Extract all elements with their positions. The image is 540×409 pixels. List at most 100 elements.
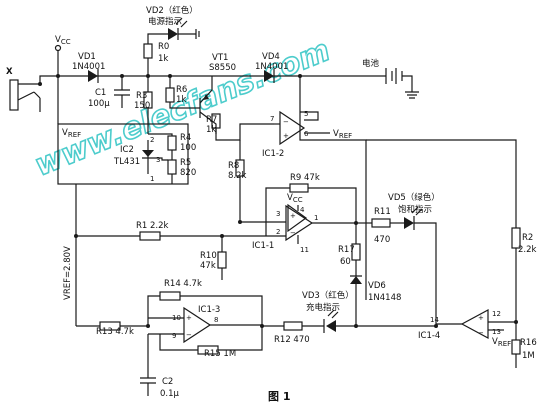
svg-text:VD2（红色）: VD2（红色）: [146, 5, 198, 16]
svg-text:+: +: [290, 212, 296, 220]
svg-text:VD4: VD4: [262, 52, 280, 62]
svg-text:9: 9: [172, 332, 176, 340]
svg-text:1k: 1k: [206, 125, 216, 135]
svg-text:电池: 电池: [362, 58, 380, 69]
svg-text:R5: R5: [180, 158, 191, 168]
svg-text:VD3（红色）: VD3（红色）: [302, 290, 354, 301]
svg-text:7: 7: [270, 115, 274, 123]
svg-text:VCC: VCC: [287, 193, 303, 204]
svg-text:VD1: VD1: [78, 52, 96, 62]
svg-text:8.2k: 8.2k: [228, 171, 247, 181]
r9-resistor: R9 47k: [265, 173, 358, 236]
vd2-power-led: VD2（红色） 电源指示 R0 1k: [143, 5, 200, 76]
ic1-4-opamp: + − 14 12 13 IC1-4 VREF: [418, 308, 516, 348]
c1-capacitor: C1 100μ: [88, 74, 130, 109]
vd5-saturation-led: VD5（绿色） 饱和指示 R11 470: [356, 192, 440, 318]
svg-text:R0: R0: [158, 42, 169, 52]
svg-text:R10: R10: [200, 251, 217, 261]
svg-text:12: 12: [492, 310, 501, 318]
vt1-transistor: R6 1k VT1 S8550: [165, 53, 236, 134]
svg-text:R11: R11: [374, 207, 391, 217]
vcc-top: VCC: [54, 35, 71, 78]
svg-text:R14 4.7k: R14 4.7k: [164, 279, 202, 289]
svg-text:1N4001: 1N4001: [255, 62, 288, 72]
svg-text:R3: R3: [136, 91, 147, 101]
svg-text:VCC: VCC: [55, 35, 71, 46]
svg-text:1M: 1M: [522, 351, 535, 361]
svg-text:4: 4: [300, 206, 305, 214]
connector-label: X: [6, 67, 13, 77]
svg-text:100μ: 100μ: [88, 99, 110, 109]
svg-text:2: 2: [150, 136, 154, 144]
svg-text:−: −: [290, 229, 296, 237]
svg-text:R4: R4: [180, 133, 191, 143]
svg-text:1: 1: [150, 175, 154, 183]
svg-text:VT1: VT1: [212, 53, 228, 63]
svg-text:3: 3: [276, 210, 280, 218]
r7-resistor: R7 1k: [206, 113, 221, 135]
svg-text:5: 5: [304, 110, 308, 118]
svg-text:VREF: VREF: [62, 128, 81, 139]
vd1-diode: VD1 1N4001: [72, 52, 110, 83]
vref-rail: VREF=2.80V: [63, 236, 77, 326]
vd3-charge-led: VD3（红色） 充电指示 R12 470: [262, 290, 438, 345]
svg-text:R8: R8: [228, 161, 239, 171]
svg-text:47k: 47k: [200, 261, 216, 271]
svg-text:R12 470: R12 470: [274, 335, 310, 345]
svg-text:IC1-4: IC1-4: [418, 331, 440, 341]
svg-text:14: 14: [430, 316, 439, 324]
svg-text:+: +: [186, 314, 192, 322]
svg-text:IC1-3: IC1-3: [198, 305, 220, 315]
svg-text:+: +: [478, 314, 484, 322]
svg-text:−: −: [283, 118, 289, 126]
svg-text:11: 11: [300, 246, 309, 254]
svg-text:C1: C1: [95, 88, 106, 98]
svg-text:2.2k: 2.2k: [518, 245, 537, 255]
svg-text:1: 1: [314, 214, 318, 222]
svg-text:R9 47k: R9 47k: [290, 173, 320, 183]
svg-text:IC1-2: IC1-2: [262, 149, 284, 159]
svg-text:R15 1M: R15 1M: [204, 349, 236, 359]
svg-text:R13 4.7k: R13 4.7k: [96, 327, 134, 337]
svg-text:8: 8: [214, 316, 218, 324]
svg-text:1k: 1k: [158, 54, 168, 64]
svg-text:3: 3: [156, 156, 160, 164]
svg-text:电源指示: 电源指示: [148, 16, 182, 27]
svg-text:100: 100: [180, 143, 196, 153]
r10-resistor: R10 47k: [200, 236, 227, 280]
svg-text:VREF: VREF: [492, 337, 511, 348]
svg-text:2: 2: [276, 228, 280, 236]
vd4-diode: VD4 1N4001: [255, 52, 300, 83]
svg-text:C2: C2: [162, 377, 173, 387]
svg-text:820: 820: [180, 168, 196, 178]
c2-capacitor: C2 0.1μ: [140, 334, 180, 399]
svg-text:VD6: VD6: [368, 281, 386, 291]
svg-text:IC2: IC2: [120, 145, 134, 155]
r8-resistor: R8 8.2k: [228, 140, 247, 224]
svg-text:+: +: [283, 132, 289, 140]
svg-text:60: 60: [340, 257, 351, 267]
ic1-3-opamp: R13 4.7k R14 4.7k IC1-3 + − 10 9 8 R15 1…: [76, 279, 264, 359]
input-connector: X: [6, 67, 42, 112]
svg-text:1N4148: 1N4148: [368, 293, 401, 303]
svg-text:150: 150: [134, 101, 150, 111]
r2-resistor: R2 2.2k: [366, 139, 537, 324]
svg-text:R6: R6: [176, 85, 187, 95]
svg-text:充电指示: 充电指示: [306, 302, 340, 313]
svg-text:S8550: S8550: [209, 63, 236, 73]
vd6-diode: R17 60 VD6 1N4148: [338, 223, 401, 328]
svg-text:VD5（绿色）: VD5（绿色）: [388, 192, 440, 203]
svg-text:R1 2.2k: R1 2.2k: [136, 221, 169, 231]
r16-resistor: R16 1M: [511, 322, 537, 368]
svg-text:TL431: TL431: [113, 157, 140, 167]
figure-caption: 图 1: [268, 390, 290, 403]
svg-text:−: −: [478, 329, 484, 337]
ic1-1-opamp: VCC + − 3 2 1 4 11 IC1-1: [240, 193, 356, 254]
svg-text:6: 6: [304, 130, 309, 138]
svg-text:13: 13: [492, 328, 501, 336]
vref-reference-box: VREF R4 100 R5 820 IC2 TL431 2 3 1: [57, 123, 196, 185]
svg-text:R16: R16: [520, 338, 537, 348]
svg-text:−: −: [186, 331, 192, 339]
svg-text:R17: R17: [338, 245, 355, 255]
